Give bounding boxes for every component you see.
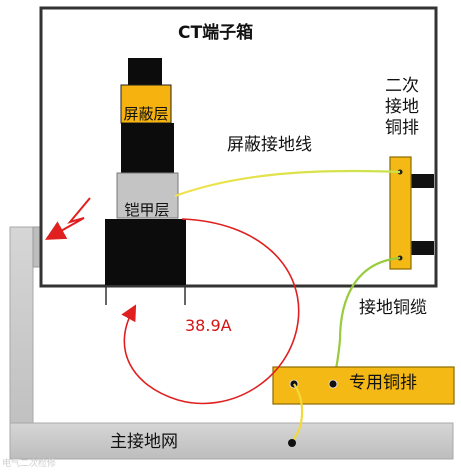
shield-ground-wire [174,169,401,198]
ct-cable [105,58,186,305]
shield-layer-label: 屏蔽层 [123,105,169,123]
cable-core-top [128,58,162,85]
main-grid-terminal [288,439,296,447]
cable-core-middle [121,123,174,173]
diagram-title: CT端子箱 [178,23,254,43]
watermark: 电气二次检修 [2,459,57,469]
current-loop [121,218,300,405]
dedicated-copper-bar [272,366,455,405]
shield-ground-wire-label: 屏蔽接地线 [227,135,312,155]
main-ground-grid-label: 主接地网 [110,432,178,452]
armor-layer [116,172,179,219]
secondary-ground-copper-bar [389,156,434,270]
armor-layer-label: 铠甲层 [124,201,170,219]
dedicated-bar-ground-link [291,383,304,442]
secondary-bar-label: 二次接地铜排 [385,76,419,138]
ground-copper-cable-label: 接地铜缆 [359,298,427,318]
main-ground-grid [9,226,454,460]
current-value-label: 38.9A [185,316,232,335]
dedicated-copper-bar-label: 专用铜排 [349,373,417,393]
cable-base [105,219,186,285]
fault-arrow [45,197,91,240]
